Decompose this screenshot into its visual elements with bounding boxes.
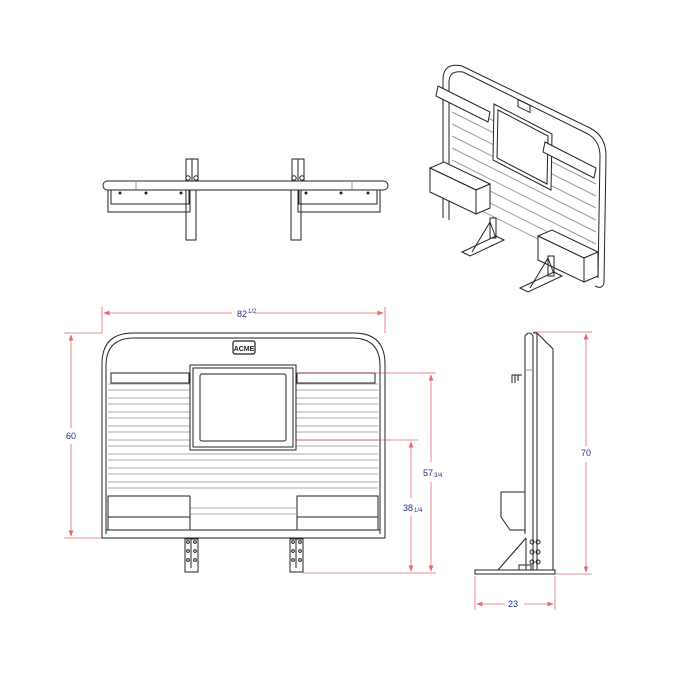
dim-height-60: 60	[66, 431, 76, 441]
dim-base-depth: 23	[508, 599, 518, 609]
isometric-view	[428, 64, 607, 293]
dim-width-whole: 82	[237, 309, 247, 319]
top-view	[102, 158, 389, 241]
dim-window-top-whole: 57	[423, 468, 433, 478]
front-view-dimensions	[64, 307, 436, 574]
side-view	[474, 332, 556, 575]
dim-window-bottom-fraction: 1/4	[414, 508, 423, 514]
front-view: ACME	[101, 332, 386, 573]
dim-side-height: 70	[581, 448, 591, 458]
dim-window-top-fraction: 3/4	[434, 473, 443, 479]
dim-width-fraction: 1/2	[248, 309, 257, 315]
dim-window-bottom-whole: 38	[403, 503, 413, 513]
side-view-dimensions	[474, 331, 592, 610]
logo-text: ACME	[234, 346, 255, 353]
